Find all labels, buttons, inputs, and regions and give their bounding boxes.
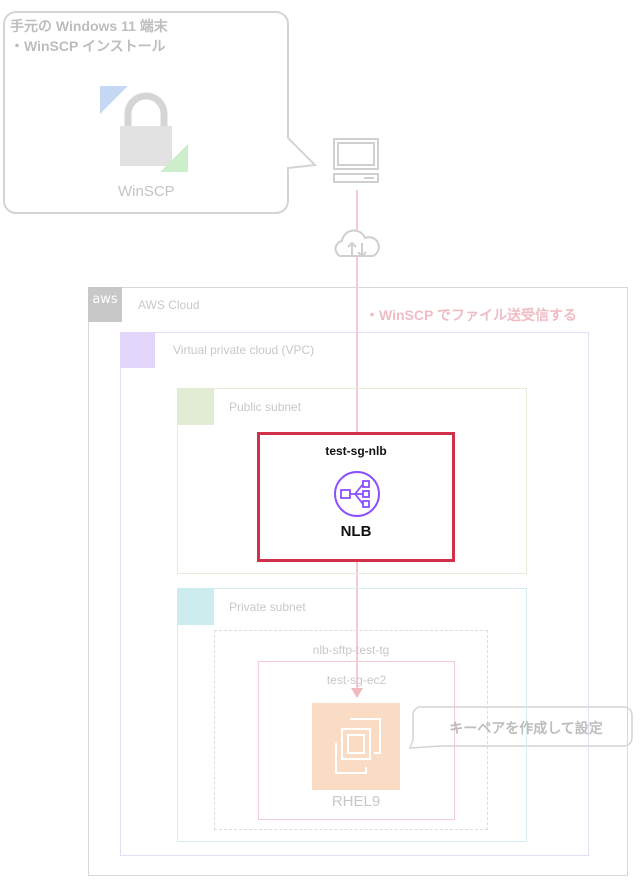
nlb-label: NLB — [340, 523, 372, 540]
ec2-sg-label: test-sg-ec2 — [326, 673, 387, 687]
vpc-icon — [120, 332, 155, 368]
public-subnet-lock-icon — [177, 388, 214, 425]
winscp-label: WinSCP — [118, 183, 175, 200]
target-group-label: nlb-sftp-test-tg — [312, 643, 390, 657]
winscp-logo-icon — [100, 86, 188, 172]
aws-cloud-group — [88, 287, 628, 876]
pc-callout-item: ・WinSCP インストール — [10, 38, 166, 54]
aws-cloud-label: AWS Cloud — [138, 298, 200, 312]
private-subnet-label: Private subnet — [229, 600, 306, 614]
aws-logo-icon: aws — [88, 287, 122, 322]
key-callout-bubble — [408, 706, 633, 749]
nlb-sg-label: test-sg-nlb — [325, 444, 387, 458]
target-group — [214, 630, 488, 830]
internet-cloud-icon — [334, 229, 380, 258]
ec2-security-group — [258, 661, 455, 820]
arrow-head-icon — [351, 688, 363, 698]
ec2-label: RHEL9 — [331, 793, 381, 810]
transfer-note: ・WinSCP でファイル送受信する — [365, 307, 577, 323]
public-subnet-label: Public subnet — [229, 400, 302, 414]
private-subnet-lock-icon — [177, 588, 214, 625]
nlb-icon[interactable] — [333, 470, 381, 518]
nlb-security-group[interactable] — [257, 432, 455, 562]
computer-icon — [333, 138, 379, 183]
private-subnet-group — [177, 588, 527, 842]
vpc-group — [120, 332, 589, 856]
vpc-label: Virtual private cloud (VPC) — [173, 343, 315, 357]
ec2-instance-icon[interactable] — [312, 703, 400, 790]
pc-callout-bubble — [3, 11, 318, 214]
key-pair-note: キーペアを作成して設定 — [449, 720, 603, 736]
public-subnet-group — [177, 388, 527, 574]
pc-callout-title: 手元の Windows 11 端末 — [10, 18, 168, 34]
